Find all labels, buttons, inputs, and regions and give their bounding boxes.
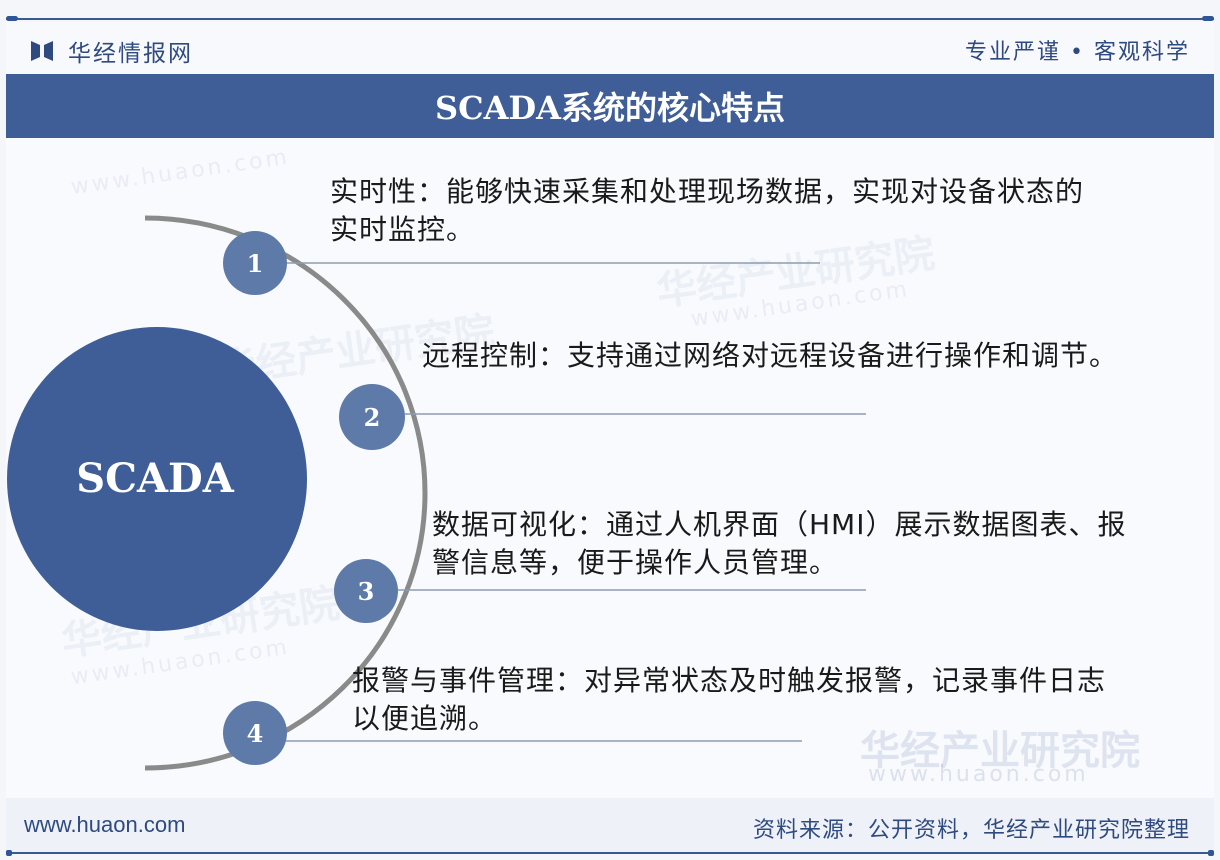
node-2: 2 — [339, 384, 405, 450]
feature-3: 数据可视化：通过人机界面（HMI）展示数据图表、报 警信息等，便于操作人员管理。 — [432, 506, 1126, 582]
hub-label: SCADA — [76, 455, 234, 502]
node-number: 1 — [247, 249, 264, 278]
page-title: SCADA系统的核心特点 — [435, 89, 785, 127]
node-3: 3 — [334, 559, 398, 623]
feature-3-line-1: 数据可视化：通过人机界面（HMI）展示数据图表、报 — [432, 508, 1127, 541]
footer-bar — [6, 798, 1214, 852]
feature-4-line-2: 以便追溯。 — [352, 702, 498, 735]
slogan: 专业严谨 • 客观科学 — [965, 40, 1190, 65]
brand-logo-icon — [31, 41, 53, 61]
footer-source: 资料来源：公开资料，华经产业研究院整理 — [752, 818, 1190, 843]
feature-3-line-2: 警信息等，便于操作人员管理。 — [432, 546, 839, 579]
brand-name: 华经情报网 — [68, 41, 193, 67]
brand: 华经情报网 — [28, 34, 193, 68]
node-1: 1 — [223, 231, 287, 295]
node-number: 3 — [358, 577, 375, 606]
node-4: 4 — [223, 701, 287, 765]
node-number: 2 — [364, 403, 381, 432]
feature-4-line-1: 报警与事件管理：对异常状态及时触发报警，记录事件日志 — [352, 664, 1107, 697]
feature-1: 实时性：能够快速采集和处理现场数据，实现对设备状态的 实时监控。 — [330, 173, 1084, 249]
feature-2-line-1: 远程控制：支持通过网络对远程设备进行操作和调节。 — [422, 339, 1119, 372]
header-bar — [6, 22, 1214, 74]
hub-circle — [7, 327, 307, 631]
title-bar: SCADA系统的核心特点 — [6, 74, 1214, 138]
feature-1-line-2: 实时监控。 — [330, 213, 476, 246]
node-number: 4 — [247, 719, 264, 748]
feature-1-line-1: 实时性：能够快速采集和处理现场数据，实现对设备状态的 — [330, 175, 1085, 208]
feature-2: 远程控制：支持通过网络对远程设备进行操作和调节。 — [422, 337, 1118, 375]
footer-url[interactable]: www.huaon.com — [24, 812, 186, 837]
bottom-divider — [6, 850, 1214, 856]
top-divider — [6, 16, 1214, 21]
feature-4: 报警与事件管理：对异常状态及时触发报警，记录事件日志 以便追溯。 — [352, 662, 1106, 738]
